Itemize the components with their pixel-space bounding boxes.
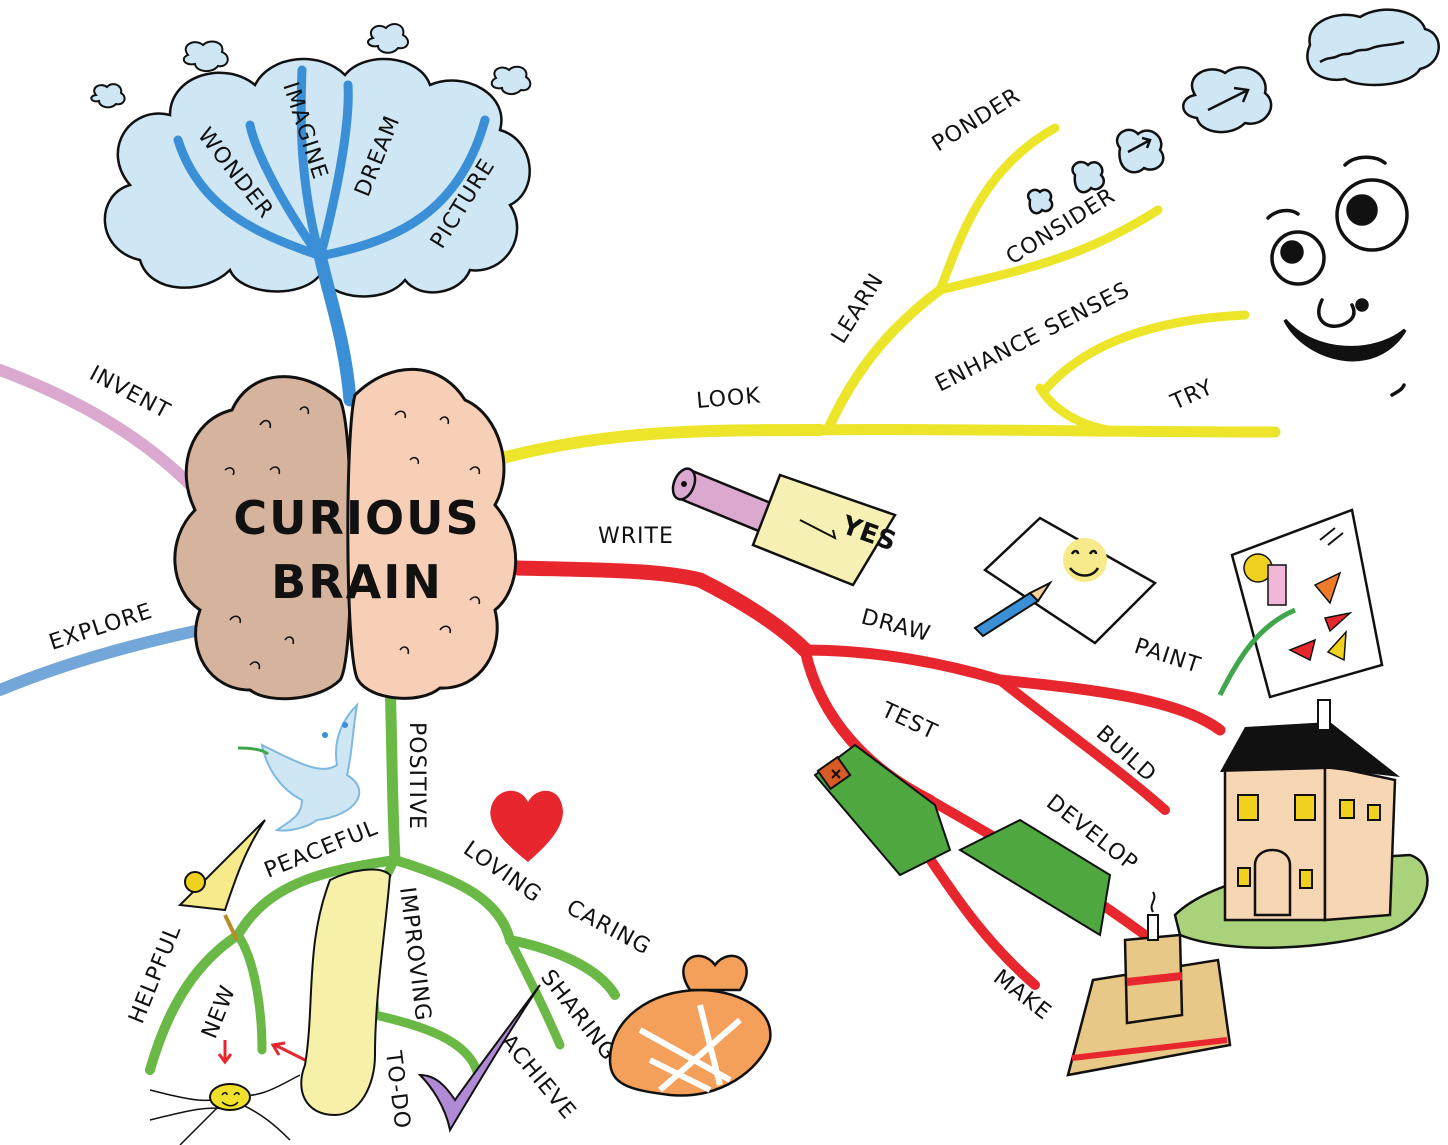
label-enhance-senses: ENHANCE SENSES	[931, 278, 1134, 398]
label-improving: IMPROVING	[394, 886, 435, 1023]
house-icon	[1175, 700, 1427, 948]
title-line-1: CURIOUS	[233, 491, 480, 545]
painting-icon	[1220, 510, 1382, 697]
yes-note-icon: YES	[753, 475, 900, 585]
label-caring: CARING	[562, 895, 655, 960]
cartoon-face-icon	[1268, 157, 1407, 395]
label-draw: DRAW	[858, 605, 933, 648]
flower-icon	[150, 1040, 315, 1145]
scroll-icon	[301, 870, 390, 1115]
label-to-do: TO-DO	[380, 1049, 415, 1131]
label-try: TRY	[1166, 375, 1217, 416]
title-line-2: BRAIN	[271, 555, 443, 609]
label-learn: LEARN	[827, 269, 890, 348]
label-positive: POSITIVE	[404, 722, 429, 830]
heart-icon	[490, 791, 563, 862]
label-new: NEW	[197, 982, 241, 1042]
label-ponder: PONDER	[928, 83, 1025, 157]
label-test: TEST	[877, 697, 942, 745]
dove-icon	[238, 705, 359, 831]
label-achieve: ACHIEVE	[495, 1030, 580, 1125]
label-look: LOOK	[695, 383, 761, 414]
smiley-drawing-icon	[975, 518, 1155, 643]
look-branch-lines	[488, 128, 1275, 462]
gift-icon	[610, 956, 770, 1096]
label-paint: PAINT	[1131, 634, 1204, 679]
label-write: WRITE	[598, 524, 674, 549]
